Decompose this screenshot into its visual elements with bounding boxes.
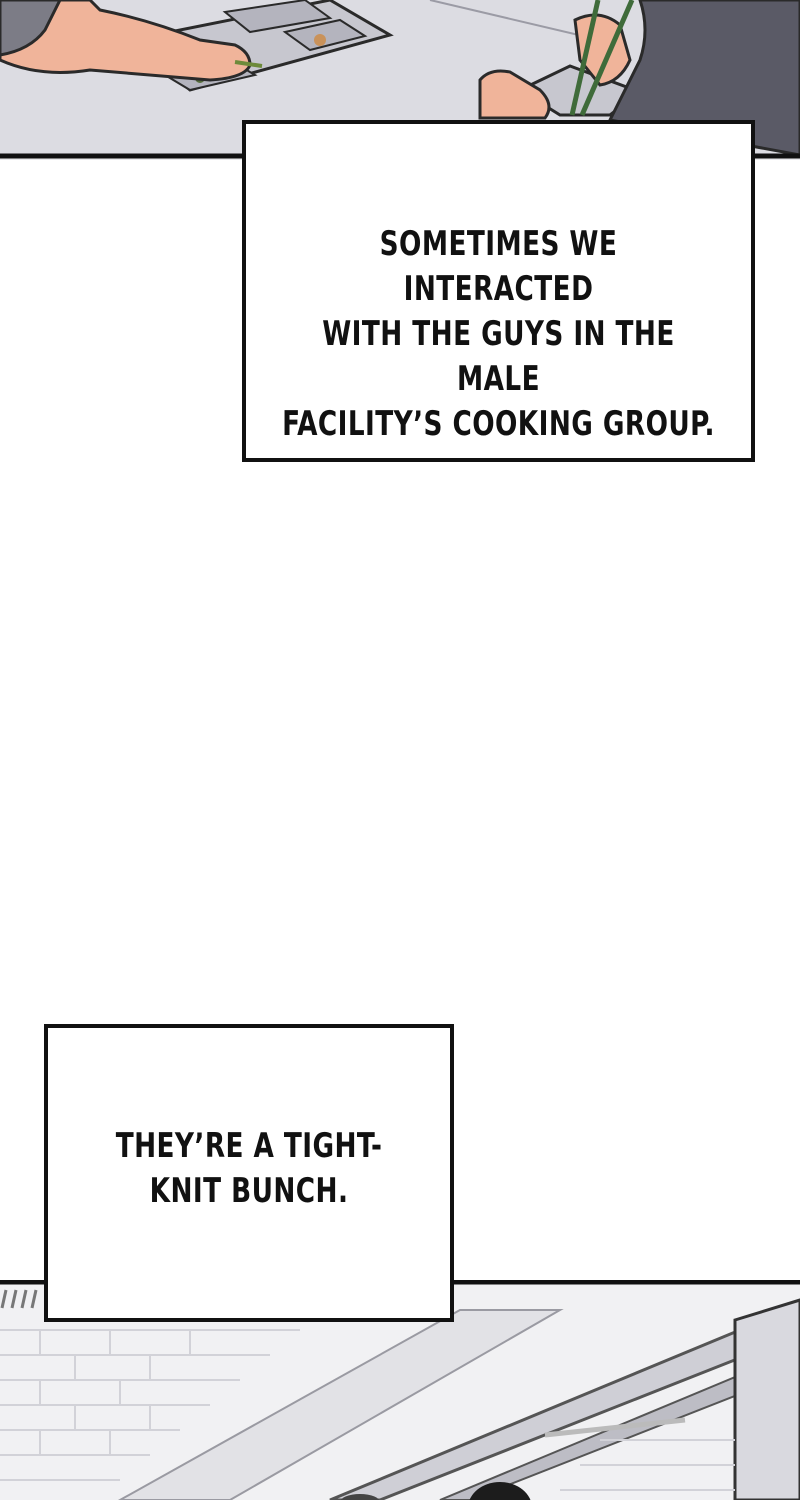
caption-line: KNIT BUNCH. (149, 1171, 349, 1211)
caption-line: THEY’RE A TIGHT- (115, 1126, 383, 1166)
caption-line: FACILITY’S COOKING GROUP. (282, 404, 715, 444)
caption-box-facility: SOMETIMES WE INTERACTED WITH THE GUYS IN… (242, 120, 755, 462)
comic-panel-top (0, 0, 800, 160)
caption-text-facility: SOMETIMES WE INTERACTED WITH THE GUYS IN… (281, 222, 715, 447)
cafeteria-table-illustration (0, 0, 800, 160)
caption-box-bunch: THEY’RE A TIGHT- KNIT BUNCH. (44, 1024, 454, 1322)
caption-line: WITH THE GUYS IN THE MALE (322, 314, 675, 399)
caption-text-bunch: THEY’RE A TIGHT- KNIT BUNCH. (116, 1124, 383, 1214)
caption-line: SOMETIMES WE INTERACTED (379, 224, 618, 309)
